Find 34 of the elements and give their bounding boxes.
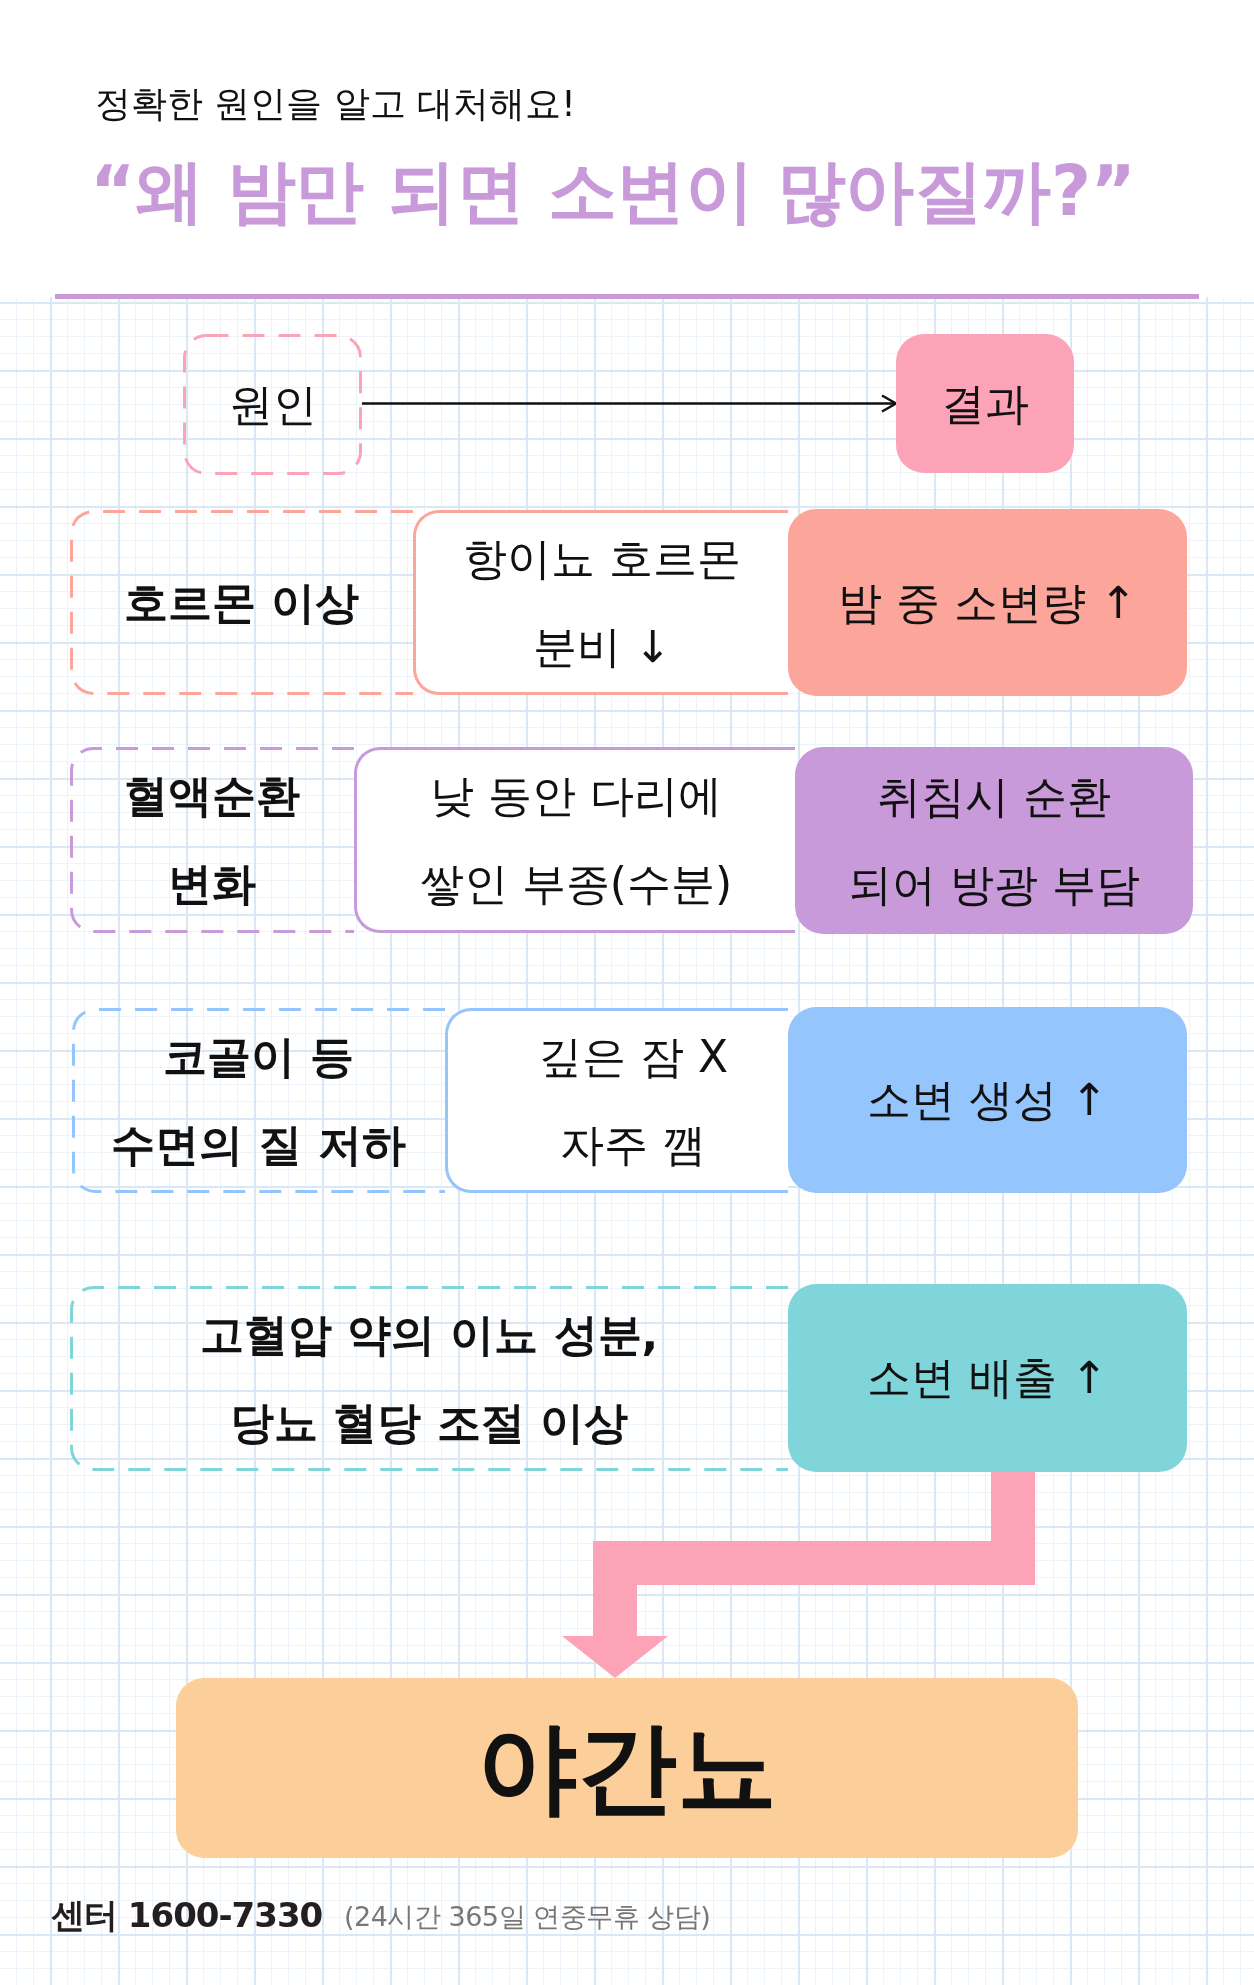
box-label: 결과 (941, 376, 1029, 431)
filled-box (795, 747, 1193, 934)
filled-box (176, 1678, 1078, 1858)
thick-arrow (562, 1472, 1035, 1678)
box-label: 고혈압 약의 이뇨 성분, 당뇨 혈당 조절 이상 (198, 1307, 660, 1450)
box-label: 코골이 등 수면의 질 저하 (110, 1029, 407, 1172)
box-label: 소변 배출 ↑ (867, 1351, 1108, 1405)
box-label: 소변 생성 ↑ (867, 1073, 1108, 1127)
box-label: 낮 동안 다리에 쌓인 부종(수분) (418, 769, 734, 911)
arrow (362, 394, 898, 413)
title: “왜 밤만 되면 소변이 많아질까?” (90, 150, 1136, 233)
box-label: 항이뇨 호르몬 분비 ↓ (462, 531, 742, 674)
subtitle: 정확한 원인을 알고 대처해요! (95, 82, 576, 126)
outlined-box (413, 510, 788, 695)
box-label: 취침시 순환 되어 방광 부담 (847, 769, 1141, 912)
dashed-box (70, 1286, 788, 1471)
box-label: 깊은 잠 X 자주 깸 (536, 1029, 730, 1172)
dashed-box (70, 747, 354, 933)
box-label: 원인 (228, 377, 317, 432)
filled-box (788, 509, 1187, 696)
footer-text: 센터 1600-7330 (51, 1894, 323, 1937)
dashed-box (72, 1008, 445, 1193)
box-label: 밤 중 소변량 ↑ (838, 575, 1137, 630)
outlined-box (354, 747, 795, 933)
box-label: 혈액순환 변화 (123, 769, 301, 911)
box-label: 야간뇨 (477, 1708, 777, 1828)
filled-box (896, 334, 1074, 473)
filled-box (788, 1007, 1187, 1193)
outlined-box (445, 1008, 788, 1193)
dashed-box (183, 334, 362, 475)
filled-box (788, 1284, 1187, 1472)
footer-note: (24시간 365일 연중무휴 상담) (344, 1900, 711, 1934)
box-label: 호르몬 이상 (123, 575, 360, 630)
dashed-box (70, 510, 413, 695)
